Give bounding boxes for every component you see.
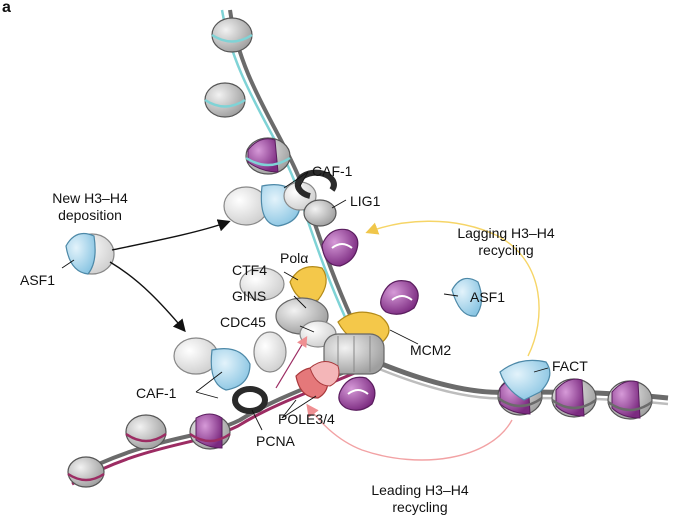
label-new-deposition-1: New H3–H4	[52, 190, 128, 206]
old-histone-leading	[338, 376, 376, 411]
pcna-ring	[232, 386, 268, 414]
label-ctf4: CTF4	[232, 262, 267, 278]
label-mcm2: MCM2	[410, 342, 451, 358]
nucleosome-leading-1	[189, 413, 231, 450]
arrow-lagging-recycling	[365, 220, 540, 357]
old-histone-mcm2	[380, 280, 419, 315]
label-caf1-top: CAF-1	[312, 163, 353, 179]
parental-nucleosome-3	[607, 380, 653, 420]
label-pole: POLE3/4	[278, 411, 335, 427]
nucleosome-top-2	[204, 82, 246, 118]
panel-letter: a	[2, 0, 11, 16]
nucleosome-leading-2	[125, 414, 167, 450]
nucleosome-top-1	[211, 17, 253, 53]
asf1-right-protein	[451, 277, 483, 317]
label-asf1-left: ASF1	[20, 272, 55, 288]
pol-alpha-protein	[289, 266, 327, 302]
nucleosome-leading-3	[67, 456, 105, 488]
ctf4-protein	[239, 267, 285, 301]
label-pol-alpha: Polα	[280, 250, 308, 266]
label-new-deposition-2: deposition	[58, 207, 122, 223]
label-leading-recycling-2: recycling	[392, 499, 447, 515]
pole3-4-protein	[295, 361, 340, 399]
label-lagging-recycling-2: recycling	[478, 242, 533, 258]
label-lig1: LIG1	[350, 193, 381, 209]
nucleosome-top-3	[245, 137, 291, 175]
label-asf1-right: ASF1	[470, 289, 505, 305]
caf1-bottom-complex	[173, 331, 287, 391]
parental-nucleosome-2	[551, 378, 597, 418]
arrow-pole-to-histone	[275, 335, 308, 389]
fact-protein	[499, 359, 551, 401]
label-lagging-recycling-1: Lagging H3–H4	[457, 225, 555, 241]
label-gins: GINS	[232, 288, 266, 304]
leader-lines	[61, 171, 549, 431]
arrow-deposition-lagging	[111, 219, 231, 251]
old-histone-lagging	[321, 228, 359, 267]
label-caf1-bottom: CAF-1	[136, 385, 177, 401]
label-fact: FACT	[552, 358, 588, 374]
asf1-left-complex	[65, 233, 115, 275]
mcm-helicase	[323, 333, 385, 375]
lagging-new-dna	[220, 9, 368, 361]
arrow-leading-recycling	[306, 403, 513, 461]
arrow-deposition-leading	[109, 261, 186, 333]
label-leading-recycling-1: Leading H3–H4	[371, 482, 469, 498]
label-cdc45: CDC45	[220, 314, 266, 330]
lig1-protein	[294, 169, 337, 227]
label-pcna: PCNA	[256, 433, 296, 449]
